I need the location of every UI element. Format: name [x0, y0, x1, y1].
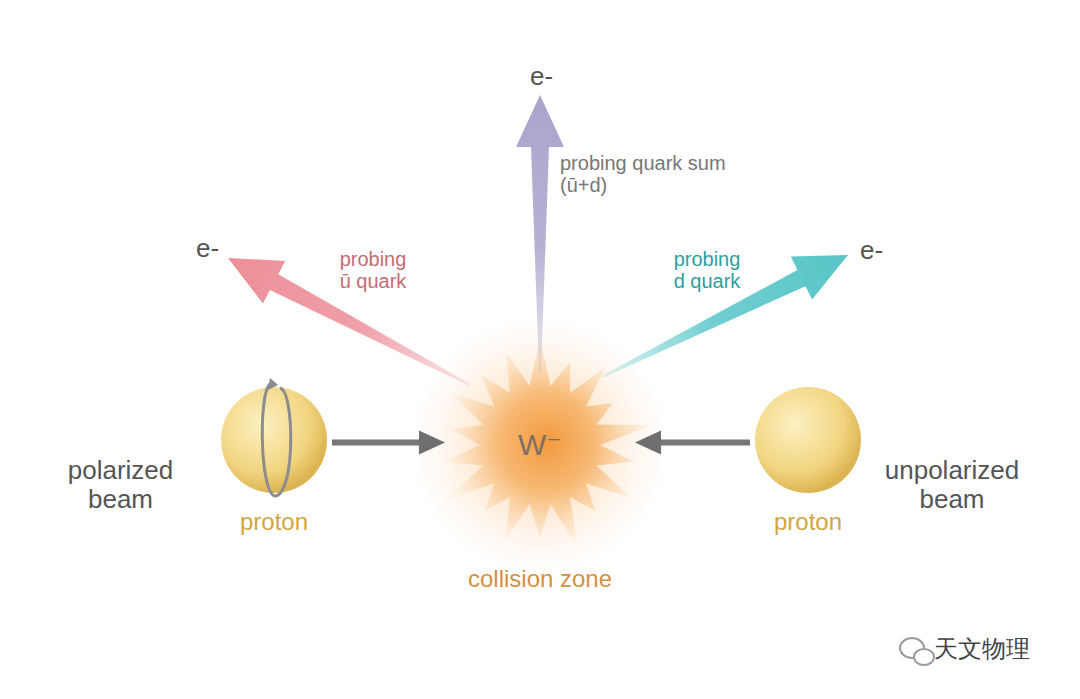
beam-arrow-shaft	[332, 440, 423, 446]
beam-label: unpolarized beam	[872, 456, 1032, 514]
beam-line	[95, 437, 225, 443]
beam-arrow-shaft	[657, 440, 750, 446]
probe-note: probing d quark	[668, 248, 746, 293]
proton-label: proton	[240, 508, 308, 536]
electron-arrows	[228, 95, 848, 386]
boson-label: W⁻	[445, 405, 635, 485]
proton-label: proton	[774, 508, 842, 536]
zone-label: collision zone	[468, 565, 612, 593]
spin-arrow	[262, 384, 290, 496]
particle-label: e-	[196, 234, 219, 263]
proton-shape	[754, 386, 862, 494]
collision-zone: W⁻collision zone	[445, 405, 635, 485]
beam-line	[855, 437, 1000, 443]
proton-shape	[220, 386, 328, 494]
arrowhead	[635, 431, 661, 455]
proton-ball: proton	[754, 386, 862, 494]
probe-note: probing quark sum (ū+d)	[560, 152, 730, 197]
probe-note: probing ū quark	[334, 248, 412, 293]
beam-arrow	[332, 431, 445, 455]
arrowhead	[419, 431, 445, 455]
beam-arrow	[635, 431, 750, 455]
spin-arrowhead	[268, 378, 278, 390]
beam-label: polarized beam	[58, 456, 183, 514]
watermark: 天文物理	[934, 636, 1030, 663]
electron-arrow	[516, 95, 564, 372]
particle-label: e-	[860, 236, 883, 265]
particle-label: e-	[530, 62, 553, 91]
proton-ball: proton	[220, 386, 328, 494]
wechat-icon	[900, 638, 934, 665]
